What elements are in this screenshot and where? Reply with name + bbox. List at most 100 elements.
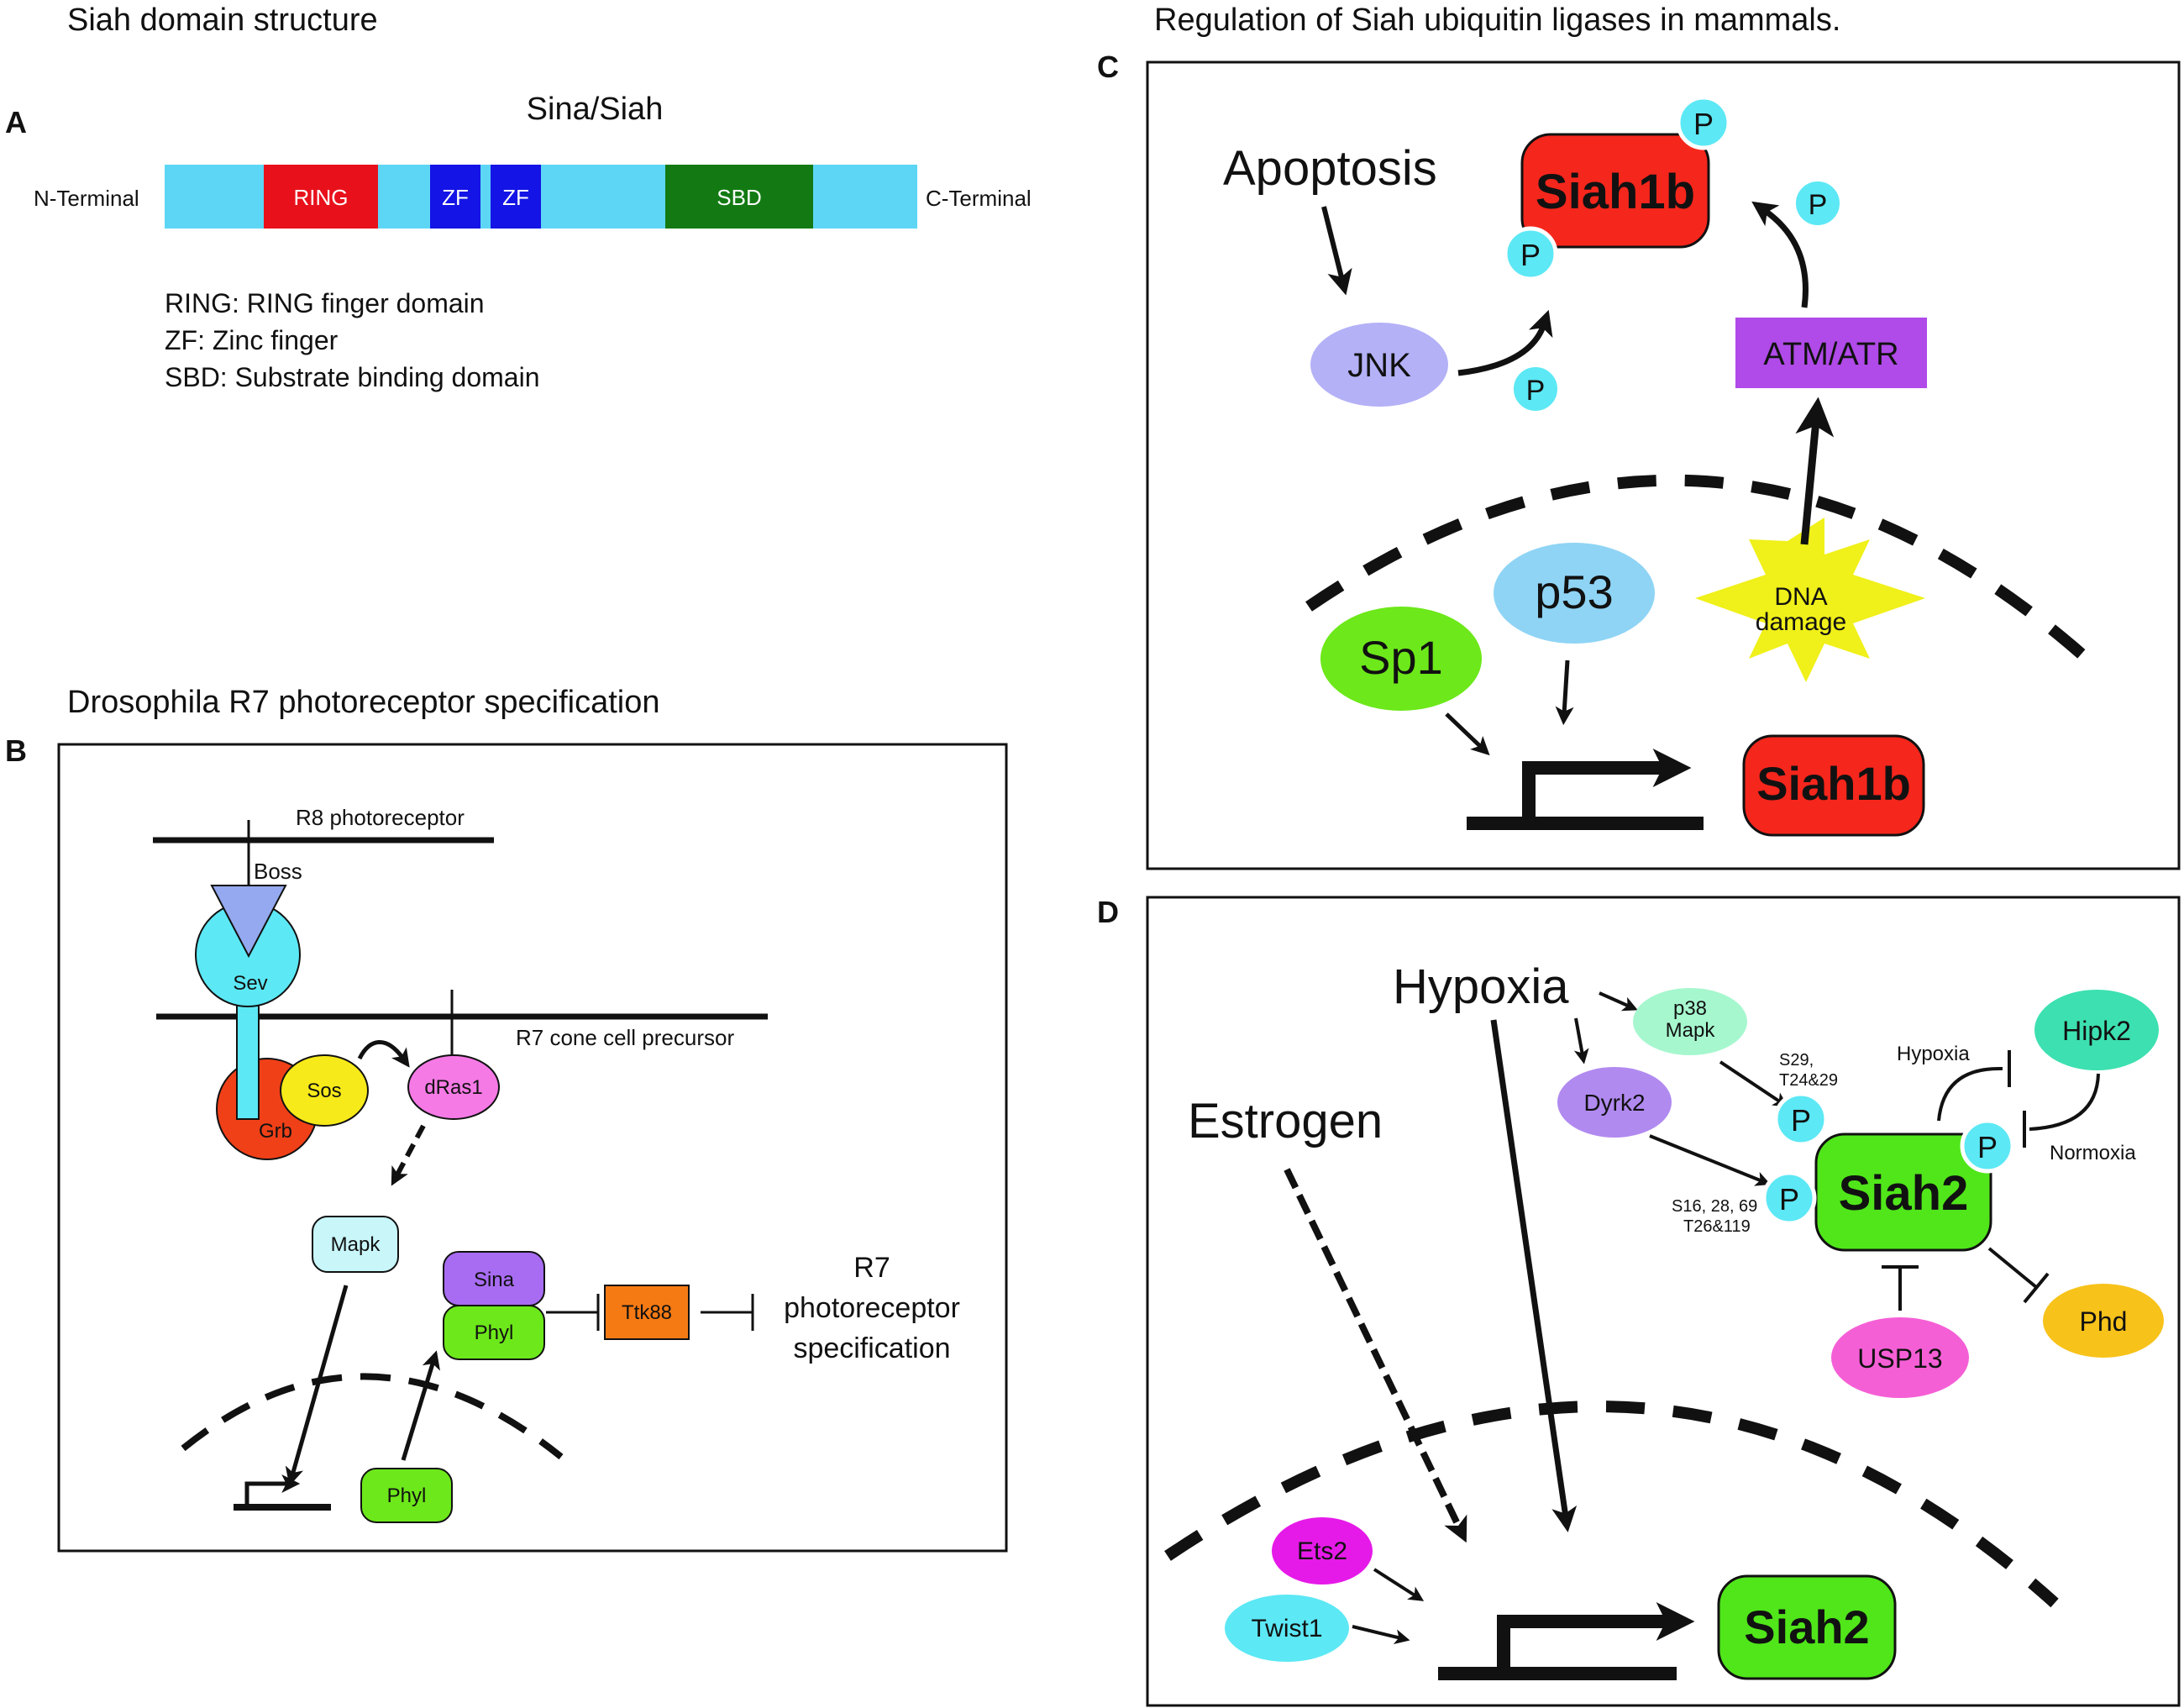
p38-to-siah2-arrow: [1719, 1060, 1788, 1107]
siah2-phospho-dyrk2: [1761, 1170, 1817, 1226]
ets2-label: Ets2: [1297, 1537, 1347, 1565]
phyl-nuclear-node: [360, 1468, 453, 1523]
legend-sbd: SBD: Substrate binding domain: [165, 362, 539, 392]
phyl-nuclear-label: Phyl: [387, 1485, 427, 1507]
sites-dyrk2-1: S16, 28, 69: [1672, 1197, 1757, 1216]
c-promoter-arrow: [1522, 749, 1692, 817]
panel-a-letter: A: [5, 105, 27, 139]
zf-domain-1-label: ZF: [442, 185, 469, 210]
sbd-domain-label: SBD: [717, 185, 761, 210]
panel-a: Siah domain structure A Sina/Siah N-Term…: [5, 3, 1032, 392]
estrogen-to-promoter-arrow: [1284, 1168, 1467, 1543]
phyl-complex-label: Phyl: [475, 1322, 514, 1344]
siah2-bottom-node: [1717, 1574, 1897, 1680]
r8-label: R8 photoreceptor: [296, 805, 465, 830]
sp1-to-promoter-arrow: [1445, 712, 1490, 756]
r7-outcome-line3: specification: [793, 1332, 950, 1364]
r7-label: R7 cone cell precursor: [516, 1025, 734, 1050]
jnk-to-siah1b-arrow: [1457, 309, 1553, 376]
phd-node: [2043, 1284, 2164, 1358]
r7-outcome-line1: R7: [853, 1252, 890, 1284]
hipk2-inhibits-siah2: [2029, 1073, 2100, 1131]
siah1b-phospho-top-label: P: [1693, 107, 1714, 141]
atm-to-siah1b-arrow: [1751, 201, 1809, 308]
atm-atr-node: [1735, 318, 1927, 388]
d-promoter-arrow: [1497, 1602, 1695, 1670]
phyl-to-complex-arrow: [401, 1350, 440, 1461]
siah1b-bottom-node: [1742, 734, 1925, 837]
b-promoter-arrow: [244, 1474, 301, 1507]
sbd-domain: [665, 165, 813, 229]
sp1-node: [1320, 607, 1482, 711]
p38-label-2: Mapk: [1666, 1019, 1716, 1042]
siah2-bottom-label: Siah2: [1744, 1600, 1869, 1653]
ttk88-label: Ttk88: [622, 1301, 672, 1324]
jnk-node: [1310, 323, 1448, 407]
boss-ligand: [210, 885, 287, 959]
protein-name: Sina/Siah: [527, 92, 664, 127]
dras1-node: [407, 1054, 500, 1120]
normoxia-label: Normoxia: [2050, 1142, 2136, 1164]
jnk-phospho-label: P: [1526, 375, 1546, 407]
panel-c: Regulation of Siah ubiquitin ligases in …: [1097, 3, 2181, 870]
dras1-to-mapk-arrow: [391, 1124, 426, 1186]
c-nuclear-membrane: [1305, 474, 2089, 662]
panel-b-letter: B: [5, 733, 27, 768]
ring-domain-label: RING: [294, 185, 349, 210]
dyrk2-node: [1557, 1067, 1672, 1138]
apoptosis-label: Apoptosis: [1223, 141, 1437, 196]
usp13-node: [1831, 1317, 1969, 1398]
estrogen-label: Estrogen: [1188, 1094, 1383, 1148]
hypoxia-label: Hypoxia: [1393, 959, 1569, 1014]
p38-label-1: p38: [1673, 997, 1707, 1020]
p38-mapk-node: [1633, 988, 1747, 1055]
sev-label: Sev: [233, 972, 267, 995]
zf-domain-1: [430, 165, 480, 229]
hypoxia-to-dyrk2-arrow: [1573, 1017, 1589, 1064]
sos-node: [280, 1054, 369, 1127]
b-nuclear-membrane: [181, 1373, 564, 1460]
legend-zf: ZF: Zinc finger: [165, 325, 339, 355]
c-terminal-label: C-Terminal: [926, 186, 1032, 211]
sp1-label: Sp1: [1359, 631, 1443, 684]
apoptosis-to-jnk-arrow: [1321, 206, 1352, 296]
sina-label: Sina: [474, 1269, 515, 1291]
dna-to-atm-arrow: [1795, 397, 1835, 545]
panel-c-title: Regulation of Siah ubiquitin ligases in …: [1154, 3, 1840, 38]
twist1-to-promoter-arrow: [1352, 1625, 1410, 1645]
jnk-phospho: [1510, 364, 1561, 414]
zf-domain-2-label: ZF: [502, 185, 529, 210]
twist1-node: [1225, 1595, 1349, 1662]
jnk-label: JNK: [1347, 347, 1411, 384]
siah2-phospho-p38-label: P: [1791, 1103, 1811, 1138]
dras1-label: dRas1: [424, 1076, 482, 1099]
dna-damage-burst: [1695, 518, 1925, 682]
d-nuclear-membrane: [1164, 1401, 2059, 1608]
dyrk2-label: Dyrk2: [1583, 1090, 1645, 1116]
ets2-node: [1272, 1517, 1373, 1584]
siah1b-phospho-top: [1676, 95, 1731, 150]
sos-to-dras1-arrow: [357, 1040, 410, 1068]
hypoxia-small-label: Hypoxia: [1897, 1043, 1970, 1065]
atm-phospho: [1793, 178, 1843, 229]
siah2-phospho-p38: [1773, 1091, 1829, 1147]
ttk88-node: [604, 1285, 690, 1340]
sites-p38-1: S29,: [1779, 1051, 1814, 1069]
ets2-to-promoter-arrow: [1373, 1568, 1425, 1601]
phyl-complex-node: [443, 1305, 545, 1360]
siah2-phospho-hipk2-label: P: [1977, 1130, 1998, 1164]
hypoxia-to-promoter-arrow: [1490, 1019, 1578, 1532]
hypoxia-to-p38-arrow: [1599, 991, 1638, 1012]
zf-domain-2: [491, 165, 541, 229]
mapk-node: [312, 1216, 399, 1273]
siah1b-top-node: [1520, 133, 1710, 249]
dyrk2-to-siah2-arrow: [1649, 1134, 1772, 1186]
sos-label: Sos: [307, 1080, 341, 1102]
siah2-inhibits-phd: [1987, 1247, 2038, 1289]
grb-label: Grb: [259, 1120, 292, 1143]
panel-d-frame: [1146, 896, 2181, 1707]
p53-label: p53: [1535, 565, 1613, 618]
siah2-main-node: [1814, 1133, 1992, 1252]
legend-ring: RING: RING finger domain: [165, 288, 485, 318]
